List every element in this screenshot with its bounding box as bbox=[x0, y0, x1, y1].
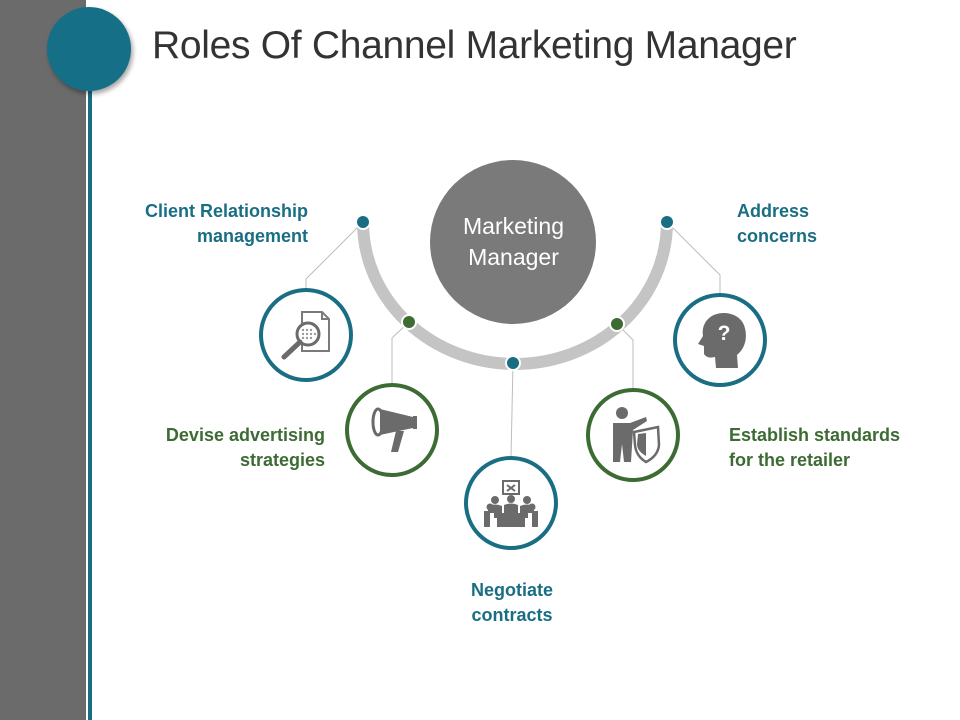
page-title: Roles Of Channel Marketing Manager bbox=[152, 24, 797, 67]
magnifier-document-icon bbox=[281, 311, 330, 360]
center-label-line2: Manager bbox=[468, 244, 559, 270]
role-label-client: Client Relationship management bbox=[144, 201, 308, 246]
role-node-client bbox=[259, 288, 353, 382]
person-shield-icon bbox=[613, 407, 661, 464]
arc-dot-standards bbox=[609, 316, 625, 332]
connector-standards bbox=[616, 323, 634, 390]
svg-text:?: ? bbox=[718, 322, 731, 345]
role-label-advertising: Devise advertising strategies bbox=[165, 425, 325, 470]
role-label-standards: Establish standards for the retailer bbox=[729, 425, 901, 470]
arc-dot-contracts bbox=[505, 355, 521, 371]
role-node-standards bbox=[586, 388, 680, 482]
meeting-table-icon bbox=[484, 480, 538, 527]
arc-dot-advertising bbox=[401, 314, 417, 330]
connector-client bbox=[305, 221, 364, 293]
arc-dot-client bbox=[355, 214, 371, 230]
role-label-contracts: Negotiate contracts bbox=[470, 580, 553, 625]
center-circle bbox=[430, 160, 596, 324]
connector-contracts bbox=[510, 362, 514, 459]
connector-advertising bbox=[391, 321, 410, 387]
sidebar-accent-line bbox=[88, 78, 92, 720]
center-label: Marketing Manager bbox=[430, 160, 597, 324]
role-node-contracts bbox=[464, 456, 558, 550]
role-label-concerns: Address concerns bbox=[737, 201, 818, 246]
connector-concerns bbox=[666, 221, 721, 296]
sidebar-panel bbox=[0, 0, 86, 720]
arc-dot-concerns bbox=[659, 214, 675, 230]
megaphone-icon bbox=[371, 407, 417, 452]
center-label-line1: Marketing bbox=[463, 213, 564, 239]
role-node-advertising bbox=[345, 383, 439, 477]
head-question-icon: ? bbox=[698, 313, 746, 368]
title-circle bbox=[47, 7, 131, 91]
role-node-concerns: ? bbox=[673, 293, 767, 387]
